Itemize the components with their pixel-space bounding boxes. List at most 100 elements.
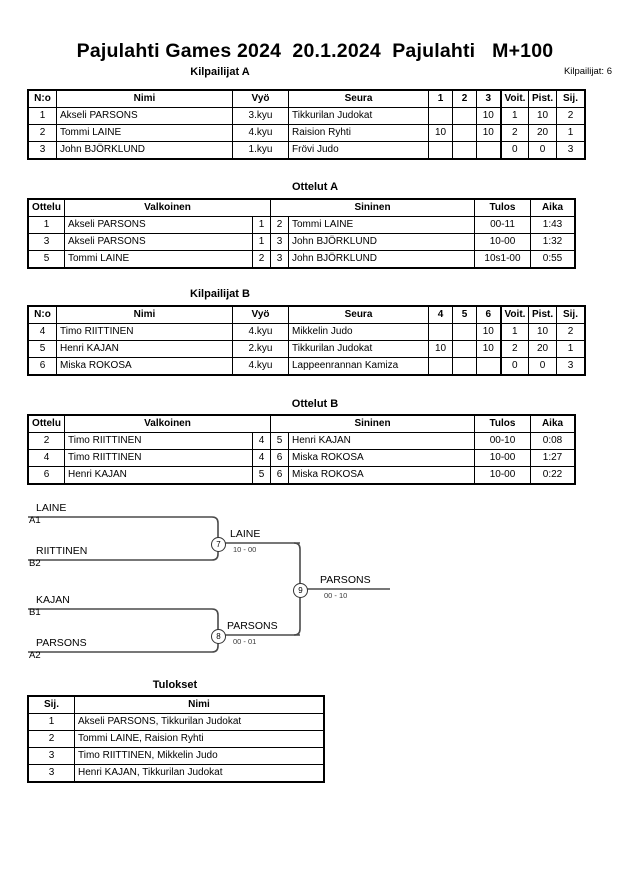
bracket-match-score: 00 - 01 <box>233 637 257 646</box>
cell-points: 0 <box>528 141 557 159</box>
bracket-entrant-name: KAJAN <box>36 594 70 606</box>
cell-score-1 <box>428 357 453 375</box>
cell-score-3 <box>476 357 501 375</box>
cell-wins: 2 <box>499 124 529 142</box>
col-time: Aika <box>530 199 575 217</box>
col-match-no: Ottelu <box>28 415 65 433</box>
cell-name: Henri KAJAN, Tikkurilan Judokat <box>74 764 324 782</box>
caption-results: Tulokset <box>152 679 198 691</box>
cell-match-no: 5 <box>28 250 65 268</box>
cell-result: 10-00 <box>474 449 531 467</box>
cell-points: 0 <box>528 357 557 375</box>
cell-club: Tikkurilan Judokat <box>288 107 429 125</box>
cell-time: 0:55 <box>530 250 575 268</box>
col-blue: Sininen <box>270 415 475 433</box>
col-no: N:o <box>28 306 57 324</box>
bracket-entrant-name: LAINE <box>36 502 67 514</box>
cell-match-no: 3 <box>28 233 65 251</box>
bracket-entrant-name: RIITTINEN <box>36 545 88 557</box>
cell-belt: 4.kyu <box>232 357 289 375</box>
cell-score-2 <box>452 107 477 125</box>
bracket-match-number: 7 <box>211 537 226 552</box>
cell-wins: 0 <box>499 141 529 159</box>
col-white: Valkoinen <box>64 199 271 217</box>
col-match-no: Ottelu <box>28 199 65 217</box>
cell-belt: 4.kyu <box>232 323 289 341</box>
cell-no: 3 <box>28 141 57 159</box>
elimination-bracket: LAINE A1 RIITTINEN B2 KAJAN B1 PARSONS A… <box>0 492 630 672</box>
col-rank: Sij. <box>556 306 585 324</box>
col-belt: Vyö <box>232 306 289 324</box>
cell-rank: 1 <box>28 713 75 731</box>
cell-points: 10 <box>528 323 557 341</box>
cell-blue-name: Tommi LAINE <box>288 216 475 234</box>
cell-white-name: Timo RIITTINEN <box>64 432 253 450</box>
bracket-lines <box>28 516 390 653</box>
cell-name: Tommi LAINE, Raision Ryhti <box>74 730 324 748</box>
col-points: Pist. <box>528 306 557 324</box>
col-result: Tulos <box>474 415 531 433</box>
cell-blue-no: 5 <box>270 432 289 450</box>
cell-club: Tikkurilan Judokat <box>288 340 429 358</box>
cell-name: Akseli PARSONS <box>56 107 233 125</box>
table-header-row: Sij. Nimi <box>28 696 324 714</box>
cell-white-no: 1 <box>252 233 271 251</box>
bracket-winner-name: LAINE <box>230 528 261 540</box>
cell-white-no: 4 <box>252 449 271 467</box>
cell-score-3: 10 <box>476 323 501 341</box>
col-no: N:o <box>28 90 57 108</box>
bracket-winner-name: PARSONS <box>227 620 278 632</box>
col-result: Tulos <box>474 199 531 217</box>
cell-rank: 2 <box>556 323 585 341</box>
page-title: Pajulahti Games 2024 20.1.2024 Pajulahti… <box>76 40 554 62</box>
pool-a-table: N:o Nimi Vyö Seura 1 2 3 Voit. Pist. Sij… <box>27 89 586 160</box>
cell-points: 20 <box>528 340 557 358</box>
cell-rank: 3 <box>556 357 585 375</box>
col-blue: Sininen <box>270 199 475 217</box>
col-name: Nimi <box>74 696 324 714</box>
cell-rank: 2 <box>556 107 585 125</box>
cell-result: 00-11 <box>474 216 531 234</box>
bracket-entrant-seed: B2 <box>29 558 41 569</box>
cell-result: 10s1-00 <box>474 250 531 268</box>
col-white: Valkoinen <box>64 415 271 433</box>
cell-match-no: 4 <box>28 449 65 467</box>
cell-no: 6 <box>28 357 57 375</box>
col-club: Seura <box>288 90 429 108</box>
cell-wins: 1 <box>499 107 529 125</box>
cell-rank: 3 <box>28 764 75 782</box>
table-header-row: N:o Nimi Vyö Seura 4 5 6 Voit. Pist. Sij… <box>28 306 585 324</box>
cell-rank: 1 <box>556 340 585 358</box>
cell-score-1 <box>428 107 453 125</box>
cell-white-name: Tommi LAINE <box>64 250 253 268</box>
cell-time: 1:43 <box>530 216 575 234</box>
cell-score-2 <box>452 323 477 341</box>
cell-time: 0:22 <box>530 466 575 484</box>
cell-blue-no: 3 <box>270 233 289 251</box>
caption-pool-b: Kilpailijat B <box>190 288 250 300</box>
cell-score-2 <box>452 357 477 375</box>
bracket-entrant-name: PARSONS <box>36 637 87 649</box>
col-opp-3: 3 <box>476 90 501 108</box>
cell-white-no: 4 <box>252 432 271 450</box>
bracket-match-score: 00 - 10 <box>324 591 348 600</box>
cell-score-3: 10 <box>476 340 501 358</box>
cell-blue-no: 3 <box>270 250 289 268</box>
col-wins: Voit. <box>499 90 529 108</box>
table-header-row: Ottelu Valkoinen Sininen Tulos Aika <box>28 199 575 217</box>
cell-name: Timo RIITTINEN <box>56 323 233 341</box>
cell-score-3 <box>476 141 501 159</box>
cell-belt: 1.kyu <box>232 141 289 159</box>
